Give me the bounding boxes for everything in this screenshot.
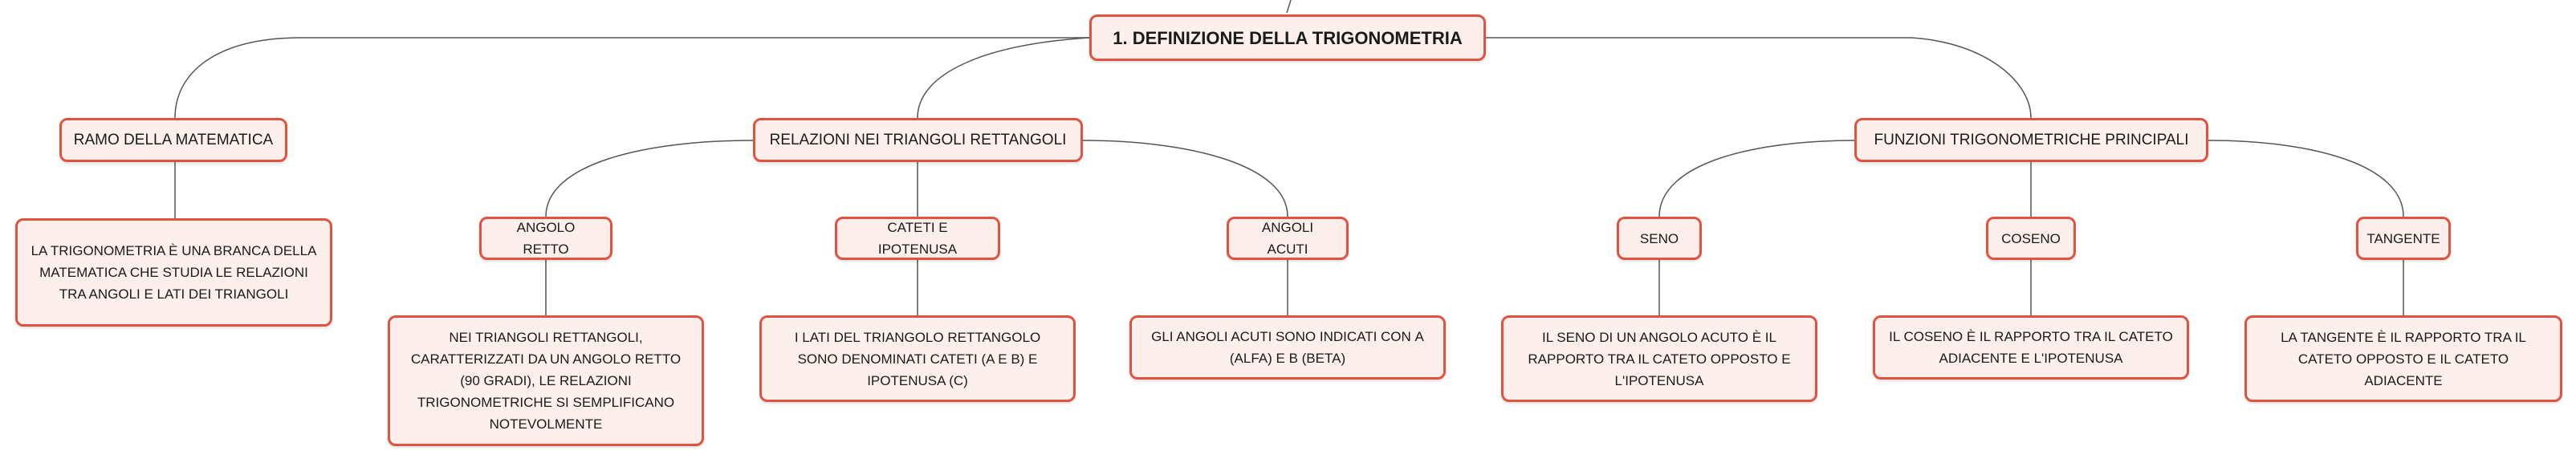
note-seno[interactable]: IL SENO DI UN ANGOLO ACUTO È IL RAPPORTO… — [1501, 315, 1817, 402]
topic-seno[interactable]: SENO — [1617, 217, 1702, 260]
connector-relazioni-angolo-retto — [545, 140, 754, 217]
connector-root-relazioni — [917, 37, 1090, 119]
note-tangente[interactable]: LA TANGENTE È IL RAPPORTO TRA IL CATETO … — [2244, 315, 2562, 402]
topic-relazioni-triangoli-rettangoli[interactable]: RELAZIONI NEI TRIANGOLI RETTANGOLI — [753, 118, 1083, 162]
topic-cateti-e-ipotenusa[interactable]: CATETI E IPOTENUSA — [835, 217, 1000, 260]
topic-coseno[interactable]: COSENO — [1986, 217, 2076, 260]
note-cateti-e-ipotenusa[interactable]: I LATI DEL TRIANGOLO RETTANGOLO SONO DEN… — [759, 315, 1076, 402]
note-coseno[interactable]: IL COSENO È IL RAPPORTO TRA IL CATETO AD… — [1873, 315, 2189, 380]
note-ramo-della-matematica[interactable]: LA TRIGONOMETRIA È UNA BRANCA DELLA MATE… — [15, 218, 332, 327]
topic-angolo-retto[interactable]: ANGOLO RETTO — [479, 217, 612, 260]
connector-root-up — [1286, 0, 1292, 14]
connector-funzioni-tangente — [2208, 140, 2404, 217]
topic-funzioni-trigonometriche[interactable]: FUNZIONI TRIGONOMETRICHE PRINCIPALI — [1854, 118, 2208, 162]
connector-root-ramo — [174, 37, 1089, 119]
note-angoli-acuti[interactable]: GLI ANGOLI ACUTI SONO INDICATI CON Α (AL… — [1129, 315, 1446, 380]
topic-angoli-acuti[interactable]: ANGOLI ACUTI — [1227, 217, 1349, 260]
topic-tangente[interactable]: TANGENTE — [2356, 217, 2451, 260]
root-topic[interactable]: 1. DEFINIZIONE DELLA TRIGONOMETRIA — [1089, 14, 1486, 61]
connector-relazioni-angoli-acuti — [1082, 140, 1288, 217]
topic-ramo-della-matematica[interactable]: RAMO DELLA MATEMATICA — [59, 118, 287, 162]
connector-funzioni-seno — [1658, 140, 1855, 217]
connector-root-funzioni — [1486, 37, 2032, 119]
note-angolo-retto[interactable]: NEI TRIANGOLI RETTANGOLI, CARATTERIZZATI… — [388, 315, 704, 446]
